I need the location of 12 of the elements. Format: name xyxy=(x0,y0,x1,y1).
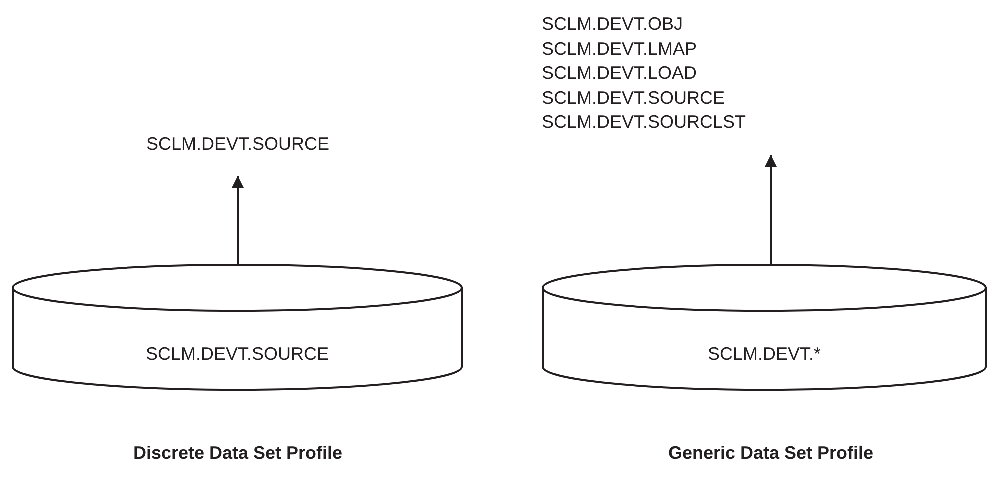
profile-caption: Generic Data Set Profile xyxy=(667,443,875,464)
dataset-name: SCLM.DEVT.LMAP xyxy=(542,38,698,60)
dataset-name: SCLM.DEVT.OBJ xyxy=(542,13,684,36)
dataset-name: SCLM.DEVT.* xyxy=(706,343,822,366)
arrow xyxy=(765,155,777,264)
dataset-name: SCLM.DEVT.SOURCE xyxy=(542,86,726,110)
dataset-name: SCLM.DEVT.SOURCE xyxy=(144,343,330,366)
arrow xyxy=(232,176,244,264)
dataset-name: SCLM.DEVT.LOAD xyxy=(542,62,698,85)
profile-caption: Discrete Data Set Profile xyxy=(132,443,344,464)
dataset-name: SCLM.DEVT.SOURCE xyxy=(145,133,331,156)
dataset-name: SCLM.DEVT.SOURCLST xyxy=(542,111,748,134)
